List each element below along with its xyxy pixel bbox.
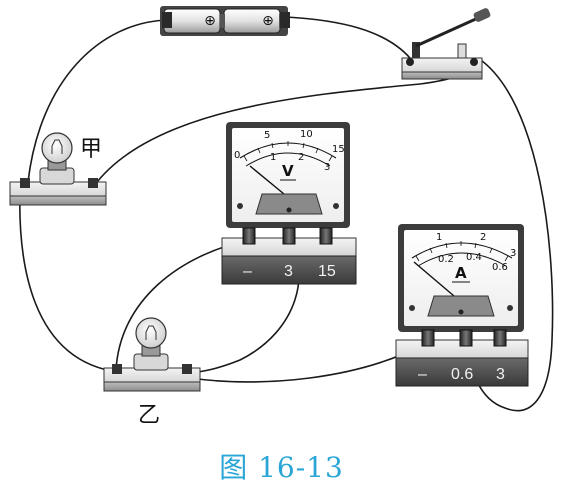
ammeter-scale-outer-1: 2	[480, 232, 486, 243]
voltmeter-terminal-3[interactable]	[282, 227, 296, 245]
voltmeter-terminal-label-minus: –	[243, 263, 252, 280]
ammeter-needle	[413, 261, 455, 297]
bulb-yi-glass	[135, 317, 167, 349]
voltmeter-scale-outer-0: 0	[234, 150, 240, 161]
voltmeter-terminal-minus[interactable]	[242, 227, 256, 245]
voltmeter-needle	[249, 165, 285, 195]
wire-bulb-jia-to-bulb-yi	[19, 189, 119, 373]
bulb-yi-label: 乙	[138, 403, 160, 428]
voltmeter-scale-inner-0: 1	[270, 152, 276, 163]
battery-plus-sign-2: ⊕	[262, 13, 274, 29]
voltmeter-scale-inner-2: 3	[324, 162, 330, 173]
voltmeter-scale-outer-1: 5	[264, 130, 270, 141]
ammeter-terminal-0.6[interactable]	[459, 329, 473, 347]
voltmeter-terminal-label-15: 15	[318, 263, 336, 280]
voltmeter-terminal-label-3: 3	[284, 263, 293, 280]
wire-bulb-yi-to-ammeter-minus	[189, 341, 429, 383]
ammeter-symbol: A	[455, 264, 467, 282]
ammeter-scale-inner-0: 0.2	[438, 254, 454, 265]
battery-plus-sign-1: ⊕	[204, 13, 216, 29]
ammeter-terminal-label-0.6: 0.6	[451, 366, 473, 383]
ammeter-terminal-minus[interactable]	[421, 329, 435, 347]
ammeter-scale-inner-1: 0.4	[466, 252, 482, 263]
wire-battery-to-bulb-jia	[27, 19, 169, 183]
figure-caption: 图 16-13	[219, 451, 344, 484]
ammeter-scale-inner-2: 0.6	[492, 262, 508, 273]
voltmeter-scale-outer-2: 10	[300, 129, 313, 140]
wire-battery-to-switch	[285, 16, 411, 59]
ammeter-terminal-label-3: 3	[496, 366, 505, 383]
bulb-jia-label: 甲	[80, 137, 102, 162]
bulb-jia: 甲	[9, 132, 107, 206]
ammeter: 1 2 3 0.2 0.4 0.6 A – 0.6 3	[395, 224, 529, 387]
ammeter-terminal-3[interactable]	[493, 329, 507, 347]
ammeter-scale-outer-0: 1	[436, 232, 442, 243]
knife-switch	[401, 8, 491, 80]
voltmeter-terminal-15[interactable]	[319, 227, 333, 245]
bulb-yi: 乙	[103, 317, 201, 428]
bulb-jia-glass	[41, 132, 73, 164]
voltmeter-symbol: V	[282, 162, 294, 180]
voltmeter: 0 5 10 15 1 2 3 V – 3 15	[221, 122, 357, 285]
battery-pack: ⊕ ⊕	[160, 6, 290, 36]
voltmeter-scale-inner-1: 2	[298, 152, 304, 163]
wire-switch-to-ammeter-3	[465, 57, 554, 412]
ammeter-scale-outer-2: 3	[510, 248, 516, 259]
voltmeter-scale-outer-3: 15	[332, 144, 345, 155]
ammeter-terminal-label-minus: –	[418, 366, 427, 383]
